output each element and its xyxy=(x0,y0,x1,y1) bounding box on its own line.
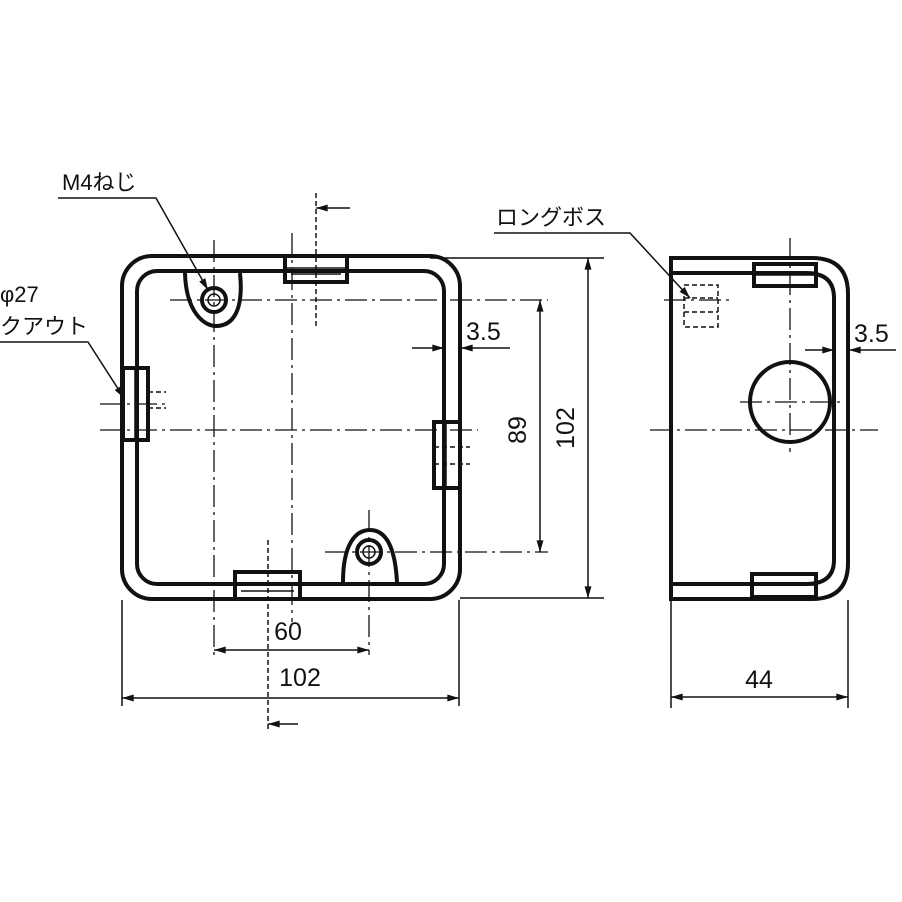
note-knockout-text: クアウト xyxy=(0,314,88,339)
note-knockout-dia: φ27 xyxy=(0,282,39,307)
note-long-boss: ロングボス xyxy=(496,205,606,230)
side-tab-top xyxy=(752,262,818,288)
screw-boss-bottom xyxy=(341,527,399,583)
box-outer-wall xyxy=(120,254,462,601)
screw-boss-top xyxy=(183,272,243,329)
dim-60: 60 xyxy=(274,618,302,646)
side-view: 44 3.5 ロングボス xyxy=(494,205,896,708)
dim-102-width: 102 xyxy=(279,664,321,692)
dim-44: 44 xyxy=(745,666,773,694)
dim-102-height: 102 xyxy=(552,407,580,449)
side-tab-bottom xyxy=(750,572,818,599)
box-inner-wall xyxy=(135,269,446,586)
dim-3-5-front: 3.5 xyxy=(466,318,501,346)
dim-3-5-side: 3.5 xyxy=(854,320,889,348)
dim-89: 89 xyxy=(504,416,532,444)
long-boss xyxy=(683,284,719,328)
note-m4-screw: M4ねじ xyxy=(62,170,137,195)
tab-right xyxy=(432,420,462,490)
side-inner xyxy=(671,271,836,586)
side-outer xyxy=(669,256,850,601)
front-view: 60 102 89 102 3.5 M4ねじ φ27 クアウト xyxy=(0,170,604,730)
